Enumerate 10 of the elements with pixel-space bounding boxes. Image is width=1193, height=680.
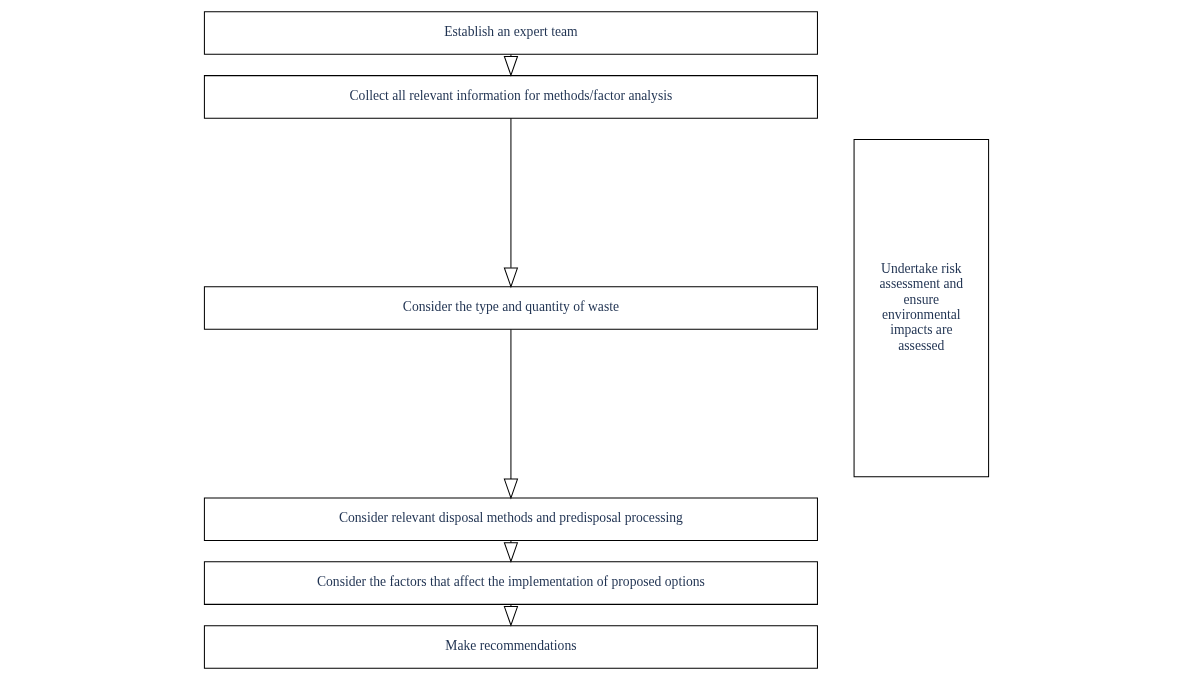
arrow: [503, 117, 519, 289]
arrow: [503, 328, 519, 500]
node-box: Consider the type and quantity of waste: [203, 286, 818, 330]
node-box: Collect all relevant information for methods/factor analysis: [203, 75, 818, 119]
arrow: [503, 540, 519, 563]
arrow: [503, 604, 519, 627]
node-box: Make recommendations: [203, 625, 818, 669]
node-box: Undertake risk assessment and ensure environmental impacts are assessed: [853, 138, 990, 478]
arrow: [503, 54, 519, 77]
node-box: Consider the factors that affect the implementation of proposed options: [203, 561, 818, 605]
